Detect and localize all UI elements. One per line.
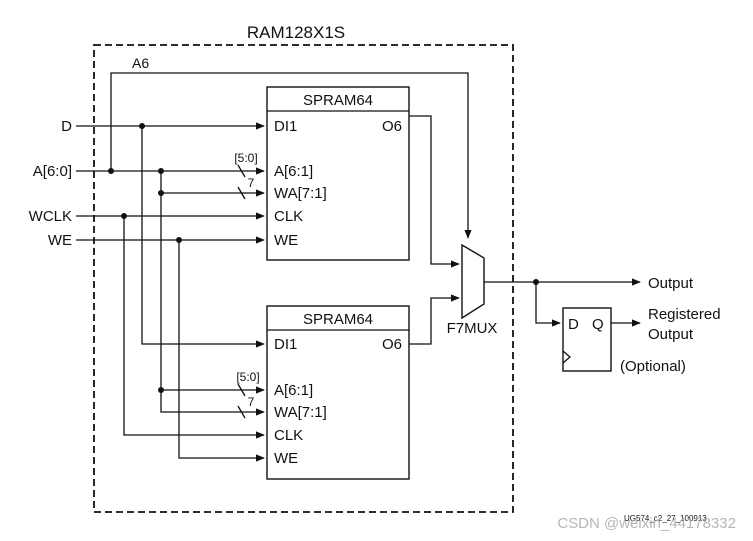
optional-label: (Optional) — [620, 358, 686, 375]
port-we-top: WE — [274, 232, 298, 249]
junction-a — [158, 168, 164, 174]
bus-slash-wa-bottom — [237, 405, 246, 419]
bus-slash-a-bottom — [237, 383, 246, 397]
wire-a-bottom — [160, 193, 265, 394]
junction-d — [139, 123, 145, 129]
f7mux-label: F7MUX — [447, 320, 498, 337]
bus-width-a-bottom: [5:0] — [236, 370, 259, 384]
port-a-bottom: A[6:1] — [274, 382, 313, 399]
wire-d-bottom — [141, 126, 265, 348]
output-label: Output — [648, 275, 694, 292]
registered-output-line2: Output — [648, 326, 694, 343]
port-wa-top: WA[7:1] — [274, 185, 327, 202]
wire-wa-bottom — [160, 390, 265, 416]
junction-wclk — [121, 213, 127, 219]
port-clk-bottom: CLK — [274, 427, 303, 444]
port-wa-bottom: WA[7:1] — [274, 404, 327, 421]
bus-width-a-top: [5:0] — [234, 151, 257, 165]
f7mux-shape — [461, 243, 485, 320]
port-di1-bottom: DI1 — [274, 336, 297, 353]
junction-a-bottom — [158, 387, 164, 393]
spram64-bottom: SPRAM64 DI1 A[6:1] WA[7:1] CLK WE O6 — [266, 305, 410, 480]
wire-wclk-bottom — [123, 216, 265, 439]
junction-we — [176, 237, 182, 243]
port-we-bottom: WE — [274, 450, 298, 467]
registered-output-line1: Registered — [648, 306, 721, 323]
wire-we-bottom — [178, 240, 265, 462]
a6-label: A6 — [132, 55, 149, 71]
wire-o6-bottom-to-mux — [409, 294, 460, 345]
input-label-we: WE — [48, 232, 72, 249]
bus-width-wa-bottom: 7 — [248, 395, 255, 409]
flipflop-q-label: Q — [592, 316, 604, 333]
flipflop: D Q — [562, 307, 612, 372]
port-o6-bottom: O6 — [382, 336, 402, 353]
a6-wire — [110, 72, 472, 239]
port-o6-top: O6 — [382, 118, 402, 135]
wire-o6-top-to-mux — [409, 115, 460, 268]
clock-triangle-icon — [562, 350, 571, 364]
junction-wa — [158, 190, 164, 196]
figure-id: UG574_c2_27_100913 — [624, 514, 707, 523]
ram128x1s-boundary — [93, 44, 514, 513]
spram64-bottom-title: SPRAM64 — [303, 311, 373, 328]
wire-to-flipflop — [535, 282, 561, 327]
input-label-addr: A[6:0] — [33, 163, 72, 180]
watermark: CSDN @weixin_44178332 — [557, 515, 736, 532]
port-clk-top: CLK — [274, 208, 303, 225]
spram64-top: SPRAM64 DI1 A[6:1] WA[7:1] CLK WE O6 — [266, 86, 410, 261]
bus-width-wa-top: 7 — [248, 176, 255, 190]
spram64-top-title: SPRAM64 — [303, 92, 373, 109]
flipflop-d-label: D — [568, 316, 579, 333]
port-a-top: A[6:1] — [274, 163, 313, 180]
diagram-title: RAM128X1S — [247, 23, 345, 42]
input-label-wclk: WCLK — [29, 208, 72, 225]
junction-a6 — [108, 168, 114, 174]
bus-slash-wa-top — [237, 186, 246, 200]
port-di1-top: DI1 — [274, 118, 297, 135]
bus-slash-a-top — [237, 164, 246, 178]
input-label-d: D — [61, 118, 72, 135]
